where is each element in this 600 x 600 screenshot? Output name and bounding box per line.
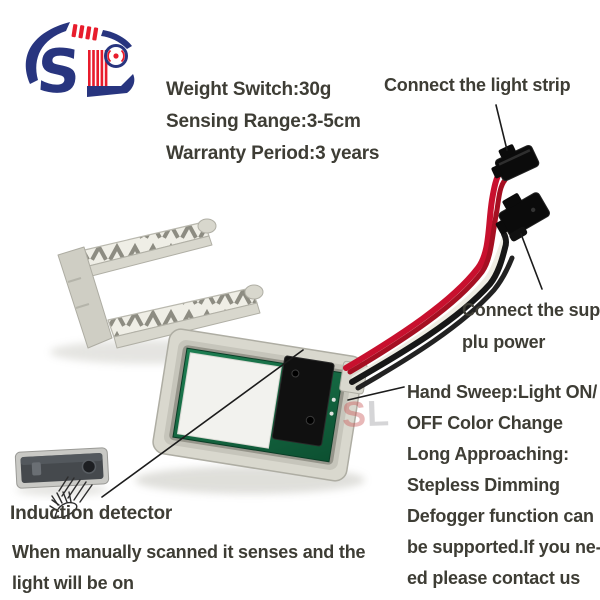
sensor-module — [152, 328, 368, 482]
induction-detector-photo — [14, 447, 110, 489]
feature-text-block: Hand Sweep:Light ON/ OFF Color Change Lo… — [407, 377, 600, 594]
csl-logo: S — [25, 22, 135, 107]
spec-list: Weight Switch:30g Sensing Range:3-5cm Wa… — [166, 74, 379, 170]
feature-line-4: Stepless Dimming — [407, 475, 560, 495]
leader-features — [347, 386, 405, 401]
sensor-hole-1 — [291, 369, 300, 378]
wire-black-1 — [349, 231, 510, 385]
spec-sensing-range: Sensing Range:3-5cm — [166, 111, 361, 132]
sensor-hole-2 — [305, 415, 315, 425]
bracket-arm-bottom — [113, 302, 261, 349]
label-supply-power: Connect the sup- plu power — [462, 294, 600, 358]
feature-line-6: be supported.If you ne- — [407, 537, 600, 557]
spec-weight: Weight Switch:30g — [166, 79, 332, 100]
bracket-spine-notches — [67, 277, 90, 309]
sensor-black-component — [271, 355, 335, 447]
feature-line-2: OFF Color Change — [407, 413, 563, 433]
detector-glyph — [31, 462, 42, 476]
watermark-l: L — [366, 392, 391, 434]
label-supply-line1: Connect the sup- — [462, 300, 600, 320]
connector-light-strip — [491, 144, 540, 182]
pcb-led-dot-1 — [331, 397, 336, 402]
leader-lines — [101, 104, 543, 498]
feature-line-7: ed please contact us — [407, 568, 581, 588]
spec-warranty: Warranty Period:3 years — [166, 143, 380, 164]
logo-signal-icon — [104, 44, 128, 68]
label-light-strip: Connect the light strip — [384, 75, 571, 95]
label-induction-detector: Induction detector — [10, 503, 173, 524]
hand-sweep-icon — [49, 476, 93, 519]
leader-power — [520, 233, 543, 290]
pcb-led-dot-2 — [329, 411, 334, 416]
pcb-sticker — [176, 352, 282, 449]
bracket-knob-bottom — [244, 284, 264, 300]
logo-letter-s: S — [35, 37, 83, 107]
logo-l-stripes — [88, 50, 108, 87]
label-supply-line2: plu power — [462, 332, 546, 352]
wire-red-1 — [343, 169, 503, 371]
bottom-note: When manually scanned it senses and the … — [12, 537, 366, 599]
note-line-2: light will be on — [12, 573, 134, 593]
mounting-bracket — [57, 218, 264, 349]
connector-power — [495, 192, 550, 242]
detector-lens — [81, 459, 97, 474]
feature-line-3: Long Approaching: — [407, 444, 569, 464]
leader-induction — [101, 349, 304, 498]
note-line-1: When manually scanned it senses and the — [12, 542, 366, 562]
bracket-knob-top — [197, 218, 217, 234]
logo-l-foot — [87, 74, 135, 97]
leader-light-strip — [495, 104, 508, 151]
wire-black-2 — [355, 255, 515, 391]
wire-bundle — [343, 169, 515, 391]
wire-red-2 — [347, 177, 508, 375]
detector-body-highlight — [20, 453, 103, 465]
logo-swoosh-left — [25, 22, 70, 84]
logo-red-bars — [71, 24, 99, 41]
feature-line-1: Hand Sweep:Light ON/ — [407, 382, 598, 402]
brand-watermark: SL — [341, 392, 391, 435]
bracket-spine — [57, 246, 113, 349]
feature-line-5: Defogger function can — [407, 506, 594, 526]
watermark-s: S — [341, 392, 368, 435]
logo-swoosh-right — [101, 30, 132, 49]
